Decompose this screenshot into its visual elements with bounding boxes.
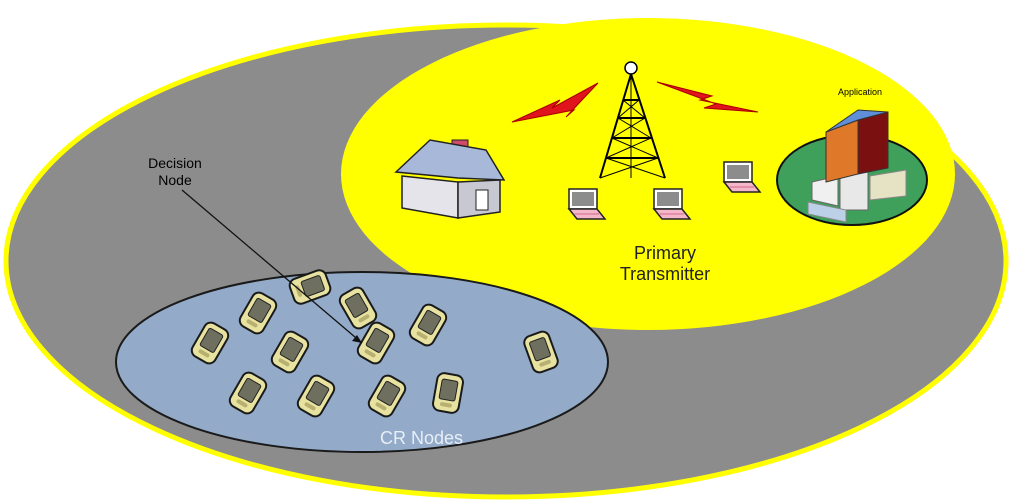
primary-transmitter-label-line2: Transmitter bbox=[619, 264, 711, 284]
decision-node-label-line2: Node bbox=[158, 172, 192, 188]
lightning-icon-right bbox=[656, 81, 759, 113]
primary-transmitter-label-line1: Primary bbox=[634, 243, 696, 263]
house-icon bbox=[394, 139, 506, 219]
tower-icon bbox=[599, 61, 666, 179]
decision-node-label: Decision Node bbox=[120, 155, 230, 189]
decision-node-label-line1: Decision bbox=[148, 155, 202, 171]
building-icon bbox=[776, 109, 928, 226]
primary-transmitter-label: Primary Transmitter bbox=[585, 243, 745, 285]
lightning-icon-left bbox=[511, 82, 599, 123]
decision-node-pointer bbox=[181, 189, 363, 344]
cr-nodes-label: CR Nodes bbox=[380, 428, 464, 448]
pda-icon-12 bbox=[430, 371, 466, 415]
application-label: Application bbox=[838, 87, 883, 97]
primary-transmitter-region bbox=[341, 18, 955, 330]
